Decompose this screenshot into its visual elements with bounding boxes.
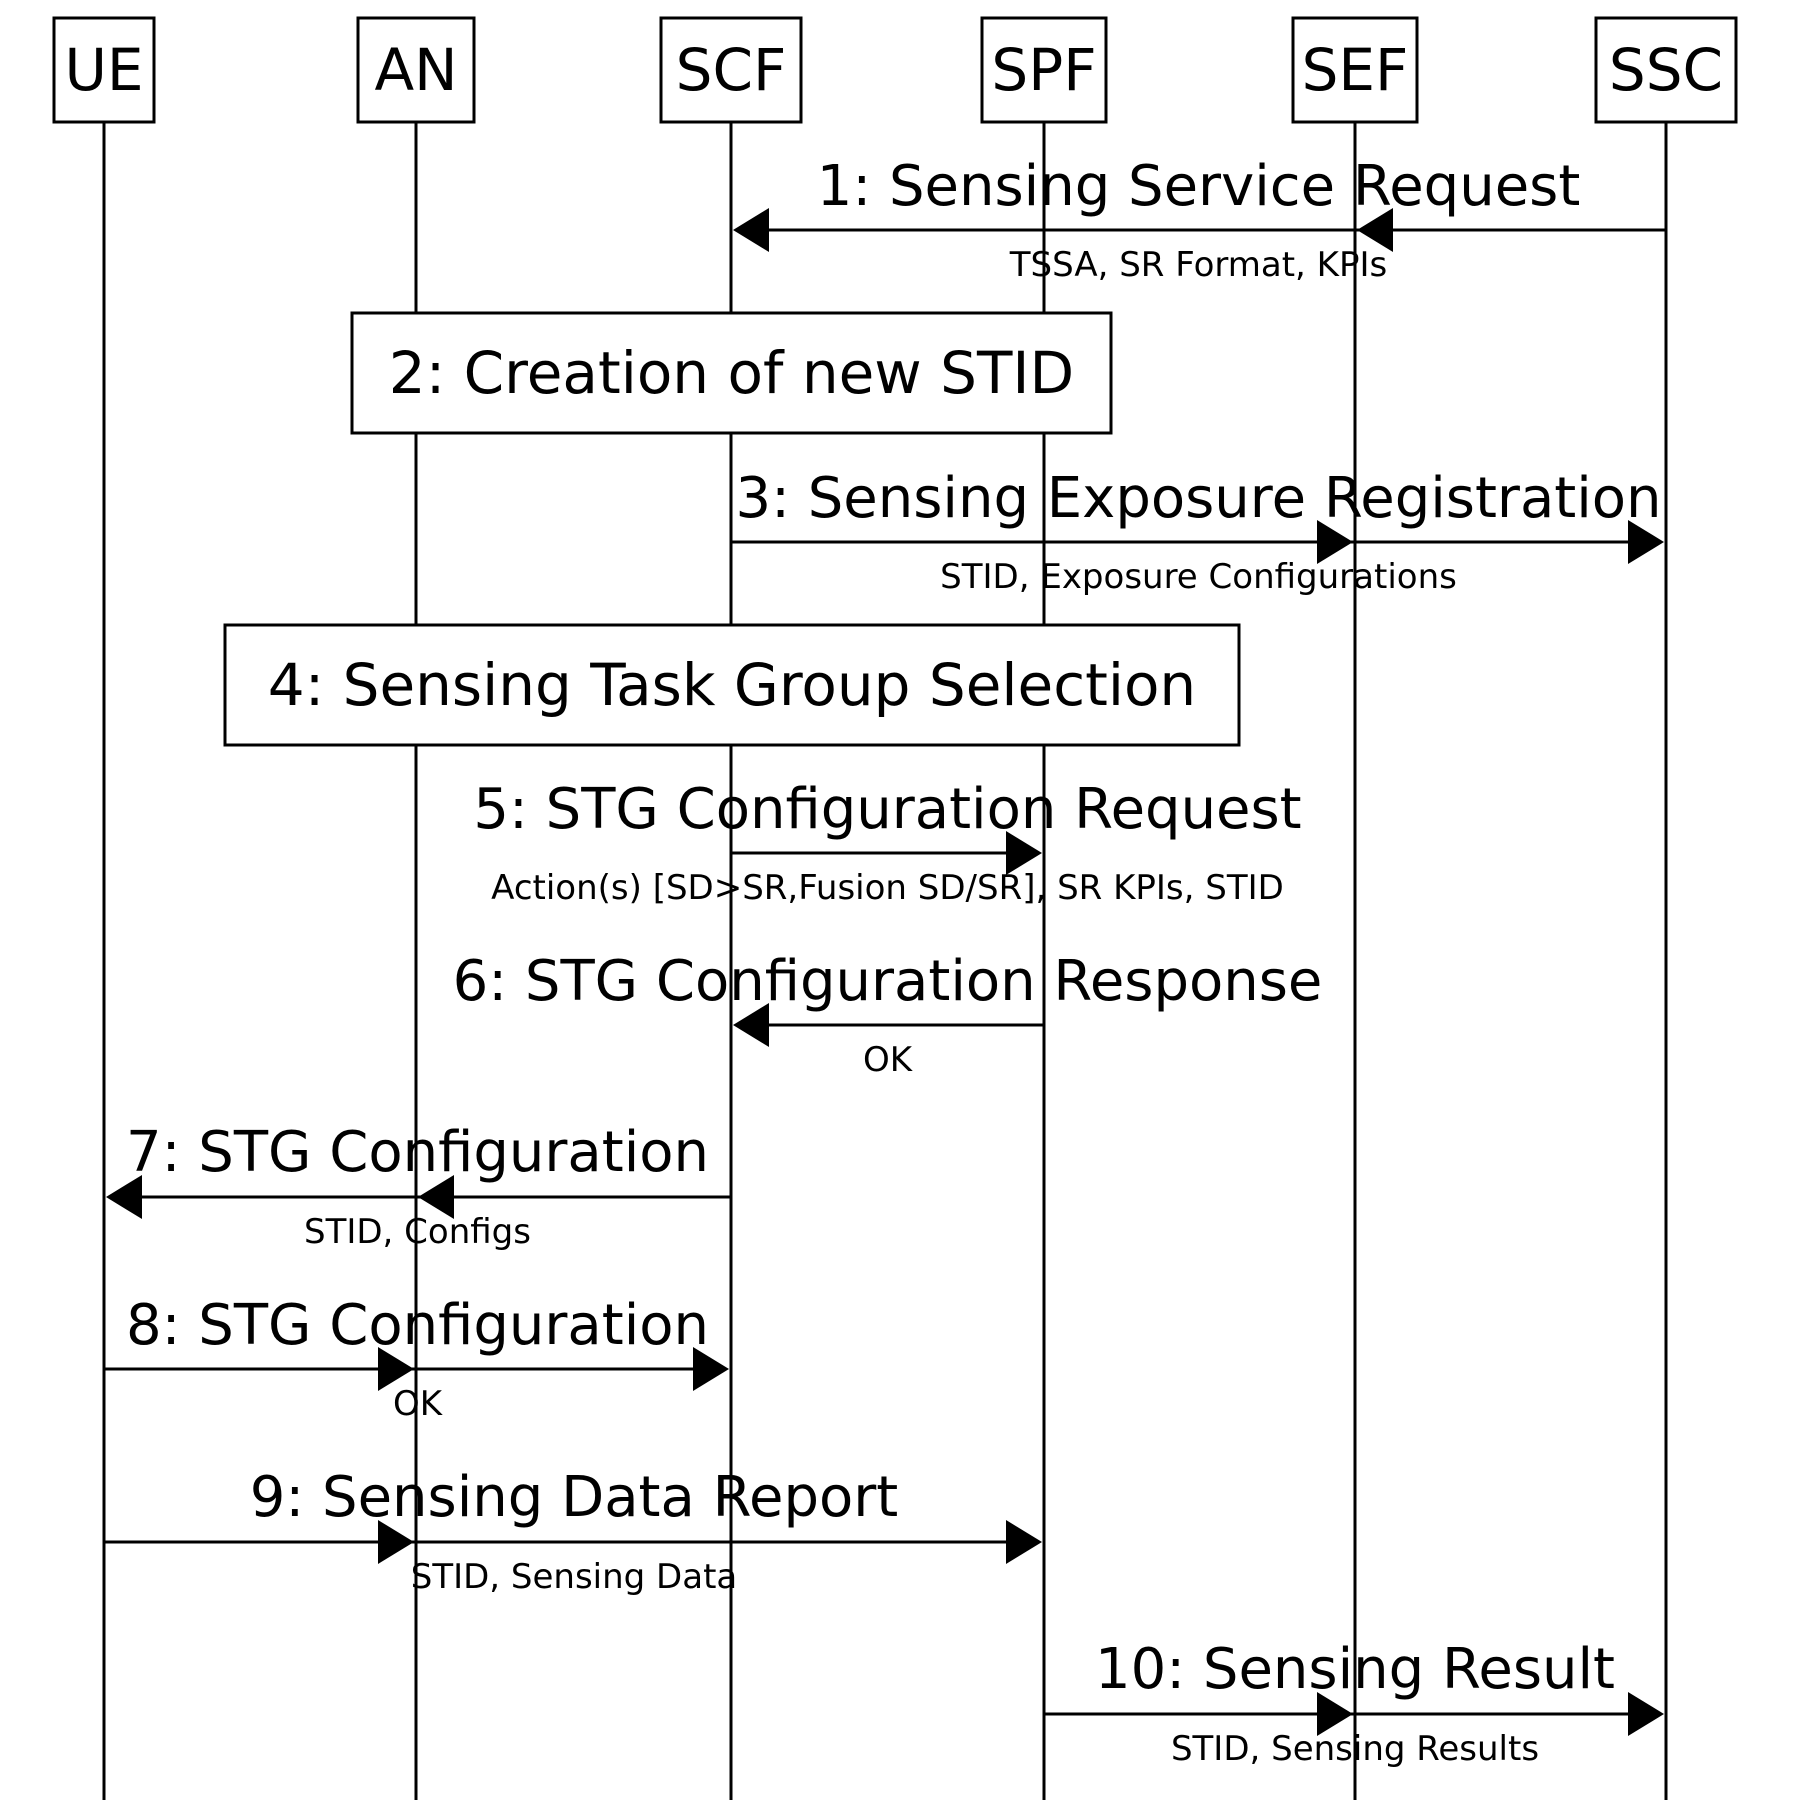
message-arrowhead-9 [1006,1520,1042,1564]
message-params-6: OK [863,1040,914,1080]
process-box-label-4: 4: Sensing Task Group Selection [268,651,1196,719]
message-arrowhead-7 [106,1175,142,1219]
process-box-label-2: 2: Creation of new STID [389,339,1074,407]
participant-label-ue: UE [64,36,143,104]
message-params-5: Action(s) [SD>SR,Fusion SD/SR], SR KPIs,… [491,868,1284,908]
message-label-8: 8: STG Configuration [126,1293,709,1358]
message-label-6: 6: STG Configuration Response [453,949,1323,1014]
message-arrowhead-1-sef [1357,208,1393,252]
message-arrowhead-6 [733,1003,769,1047]
message-label-5: 5: STG Configuration Request [473,777,1301,842]
message-arrowhead-10 [1628,1692,1664,1736]
message-params-7: STID, Configs [304,1212,531,1252]
message-params-3: STID, Exposure Configurations [940,557,1457,597]
process-box-4 [223,623,1241,747]
message-arrowhead-9-an [378,1520,414,1564]
message-arrowhead-7-an [418,1175,454,1219]
message-label-9: 9: Sensing Data Report [250,1465,899,1530]
process-box-2 [350,311,1113,435]
message-arrowhead-8 [693,1347,729,1391]
participant-box-an [356,16,476,124]
message-params-10: STID, Sensing Results [1171,1729,1539,1769]
participant-box-ssc [1594,16,1738,124]
message-label-7: 7: STG Configuration [126,1120,709,1185]
message-arrowhead-3-sef [1317,520,1353,564]
participant-label-scf: SCF [676,36,787,104]
participant-label-ssc: SSC [1609,36,1723,104]
participant-box-sef [1291,16,1419,124]
participant-label-an: AN [374,36,457,104]
message-label-10: 10: Sensing Result [1095,1637,1615,1702]
participant-box-scf [659,16,803,124]
participant-box-spf [980,16,1108,124]
message-params-1: TSSA, SR Format, KPIs [1009,245,1387,285]
message-arrowhead-10-sef [1317,1692,1353,1736]
message-arrowhead-8-an [378,1347,414,1391]
message-arrowhead-3 [1628,520,1664,564]
message-arrowhead-1 [733,208,769,252]
message-label-3: 3: Sensing Exposure Registration [735,466,1661,531]
message-params-8: OK [393,1384,444,1424]
participant-box-ue [52,16,156,124]
participant-label-sef: SEF [1302,36,1409,104]
message-params-9: STID, Sensing Data [411,1557,738,1597]
message-arrowhead-5 [1006,831,1042,875]
message-label-1: 1: Sensing Service Request [817,154,1581,219]
participant-label-spf: SPF [991,36,1096,104]
